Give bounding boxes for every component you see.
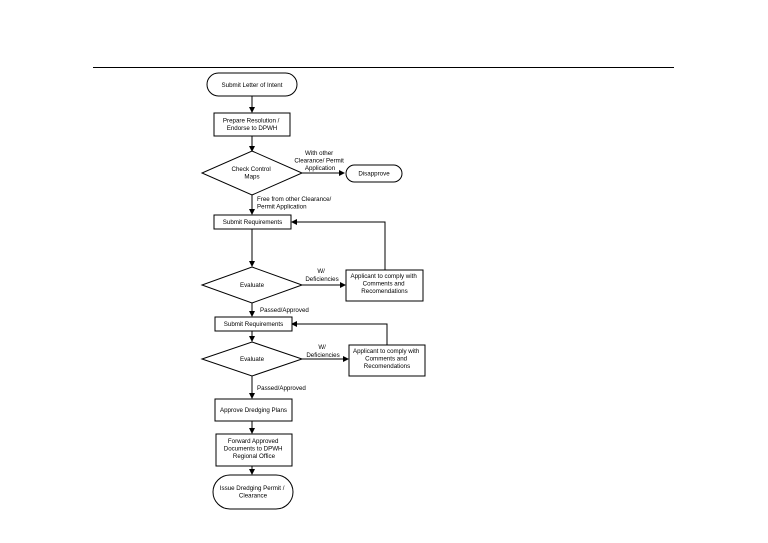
evaluate-label-1: Evaluate <box>240 282 265 289</box>
issue-permit-node: Issue Dredging Permit / Clearance <box>212 474 294 510</box>
check-control-maps-decision: Check Control Maps <box>200 150 304 196</box>
svg-text:Check Control Maps: Check Control Maps <box>232 166 273 181</box>
connectors <box>249 96 388 475</box>
issue-permit-label-line-1: Issue Dredging Permit / <box>220 485 285 492</box>
check-control-maps-label-line-2: Maps <box>244 174 259 181</box>
evaluate-decision-1: Evaluate <box>200 266 304 304</box>
applicant-comply-label-2-line-2: Comments and <box>365 356 408 363</box>
applicant-comply-label-2-line-3: Recomendations <box>364 363 410 370</box>
svg-text:Issue Dredging Permit /: Issue Dredging Permit / Clearance <box>220 485 286 500</box>
with-other-clearance-label: With other Clearance/ Permit Application <box>294 150 345 172</box>
check-control-maps-label-line-1: Check Control <box>232 166 271 173</box>
forward-documents-label-line-2: Documents to DPWH <box>224 446 283 453</box>
submit-requirements-node-1: Submit Requirements <box>213 214 292 230</box>
forward-documents-label-line-3: Regional Office <box>233 453 276 460</box>
issue-permit-label-line-2: Clearance <box>239 493 268 500</box>
submit-requirements-label-2: Submit Requirements <box>224 321 284 328</box>
passed-approved-label-1: Passed/Approved <box>260 307 309 314</box>
svg-text:Applicant to comply with: Applicant to comply with Comments and Re… <box>350 273 418 295</box>
disapprove-label: Disapprove <box>358 171 390 178</box>
submit-requirements-label-1: Submit Requirements <box>223 219 283 226</box>
applicant-comply-label-1-line-1: Applicant to comply with <box>350 273 417 280</box>
applicant-comply-label-1-line-2: Comments and <box>363 281 406 288</box>
approve-dredging-plans-node: Approve Dredging Plans <box>214 398 293 422</box>
forward-documents-label-line-1: Forward Approved <box>228 438 279 445</box>
forward-documents-node: Forward Approved Documents to DPWH Regio… <box>215 433 293 467</box>
svg-text:Applicant to comply with: Applicant to comply with Comments and Re… <box>353 348 421 370</box>
approve-dredging-plans-label: Approve Dredging Plans <box>220 407 287 414</box>
applicant-comply-node-2: Applicant to comply with Comments and Re… <box>348 344 426 377</box>
svg-text:Prepare Resolution / End: Prepare Resolution / Endorse to DPWH <box>223 118 281 133</box>
evaluate-label-2: Evaluate <box>240 356 265 363</box>
start-label: Submit Letter of Intent <box>222 82 283 89</box>
passed-approved-label-2: Passed/Approved <box>257 385 306 392</box>
applicant-comply-label-1-line-3: Recomendations <box>361 288 407 295</box>
prepare-resolution-label-line-2: Endorse to DPWH <box>227 125 278 132</box>
submit-requirements-node-2: Submit Requirements <box>214 316 293 332</box>
free-from-other-clearance-label: Free from other Clearance/ Permit Applic… <box>257 196 333 211</box>
disapprove-node: Disapprove <box>345 164 403 183</box>
prepare-resolution-label-line-1: Prepare Resolution / <box>223 118 280 125</box>
start-node: Submit Letter of Intent <box>206 72 298 97</box>
deficiencies-label-1: W/ Deficiencies <box>305 268 338 283</box>
prepare-resolution-node: Prepare Resolution / Endorse to DPWH <box>213 112 291 137</box>
applicant-comply-label-2-line-1: Applicant to comply with <box>353 348 420 355</box>
applicant-comply-node-1: Applicant to comply with Comments and Re… <box>345 269 424 302</box>
evaluate-decision-2: Evaluate <box>200 341 304 377</box>
svg-text:Forward Approved Documen: Forward Approved Documents to DPWH Regio… <box>224 438 285 460</box>
deficiencies-label-2: W/ Deficiencies <box>306 344 339 359</box>
